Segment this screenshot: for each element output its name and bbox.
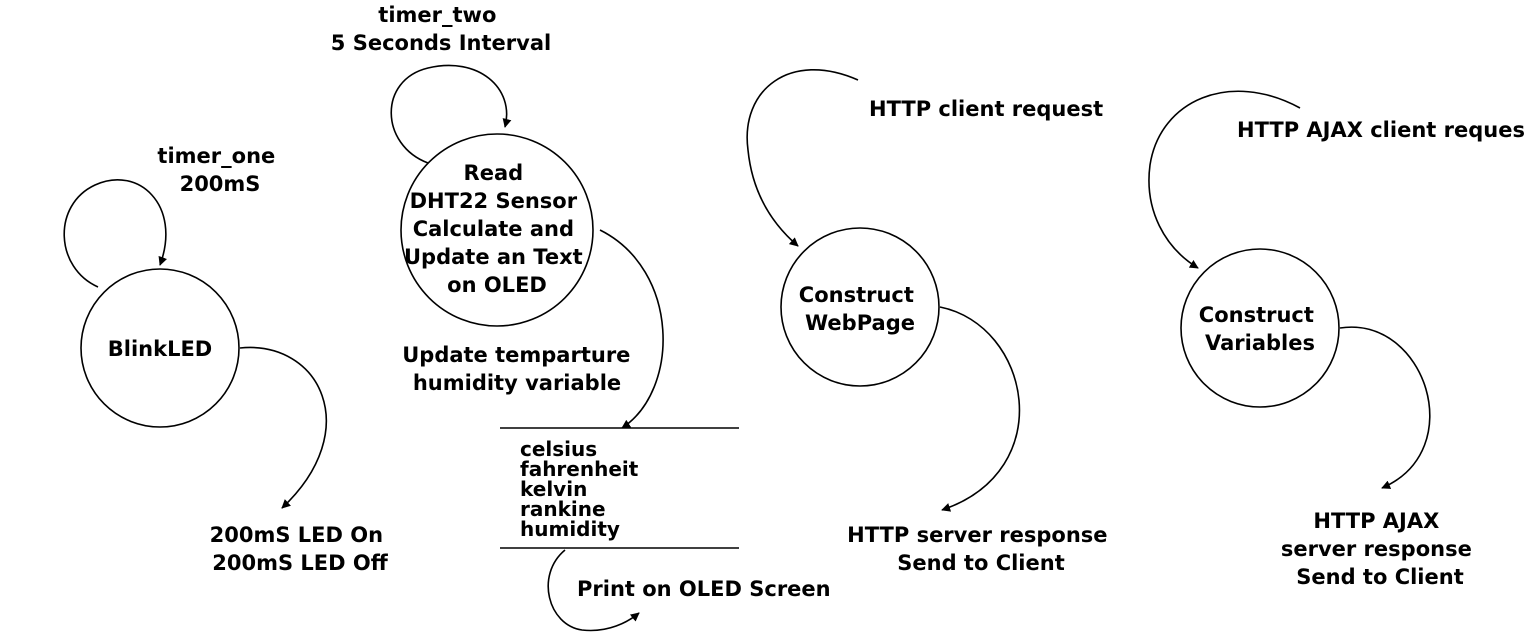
webpage-process-label: Construct WebPage bbox=[799, 283, 921, 335]
variables-output-label: HTTP AJAX server response Send to Client bbox=[1281, 509, 1479, 589]
read-sensor-output-label: Update temparture humidity variable bbox=[402, 343, 638, 395]
variables-process-label: Construct Variables bbox=[1199, 303, 1321, 355]
read-sensor-self-loop-arrow bbox=[390, 64, 512, 164]
variables-output-arrow bbox=[1339, 326, 1431, 489]
data-store-output-label: Print on OLED Screen bbox=[577, 577, 831, 601]
webpage-output-arrow bbox=[939, 306, 1021, 512]
blinkled-output-label: 200mS LED On 200mS LED Off bbox=[210, 523, 391, 575]
read-sensor-process-circle bbox=[400, 133, 594, 327]
read-sensor-process-label: Read DHT22 Sensor Calculate and Update a… bbox=[404, 161, 590, 297]
blinkled-trigger: timer_one 200mS bbox=[157, 144, 282, 196]
data-store-output-arrow bbox=[547, 549, 640, 632]
webpage-trigger: HTTP client request bbox=[869, 97, 1103, 121]
webpage-output-label: HTTP server response Send to Client bbox=[847, 523, 1115, 575]
webpage-process-circle bbox=[780, 227, 940, 387]
variables-trigger: HTTP AJAX client request bbox=[1237, 118, 1525, 142]
blinkled-process-label: BlinkLED bbox=[108, 337, 212, 361]
data-store-items: celsius fahrenheit kelvin rankine humidi… bbox=[520, 437, 645, 541]
data-store: celsius fahrenheit kelvin rankine humidi… bbox=[500, 427, 831, 632]
read-sensor-trigger: timer_two 5 Seconds Interval bbox=[331, 3, 551, 55]
blinkled-output-arrow bbox=[239, 346, 328, 509]
read-sensor-output-arrow bbox=[599, 229, 664, 429]
blinkled-process-circle bbox=[80, 268, 240, 428]
variables-group: HTTP AJAX client request Construct Varia… bbox=[1148, 90, 1525, 589]
variables-process-circle bbox=[1180, 248, 1340, 408]
blinkled-self-loop-arrow bbox=[63, 179, 168, 288]
variables-input-arrow bbox=[1148, 90, 1301, 269]
webpage-input-arrow bbox=[746, 69, 859, 247]
webpage-group: HTTP client request Construct WebPage HT… bbox=[746, 69, 1115, 575]
read-sensor-group: timer_two 5 Seconds Interval Read DHT22 … bbox=[331, 3, 664, 429]
blinkled-group: timer_one 200mS BlinkLED 200mS LED On 20… bbox=[63, 144, 391, 575]
